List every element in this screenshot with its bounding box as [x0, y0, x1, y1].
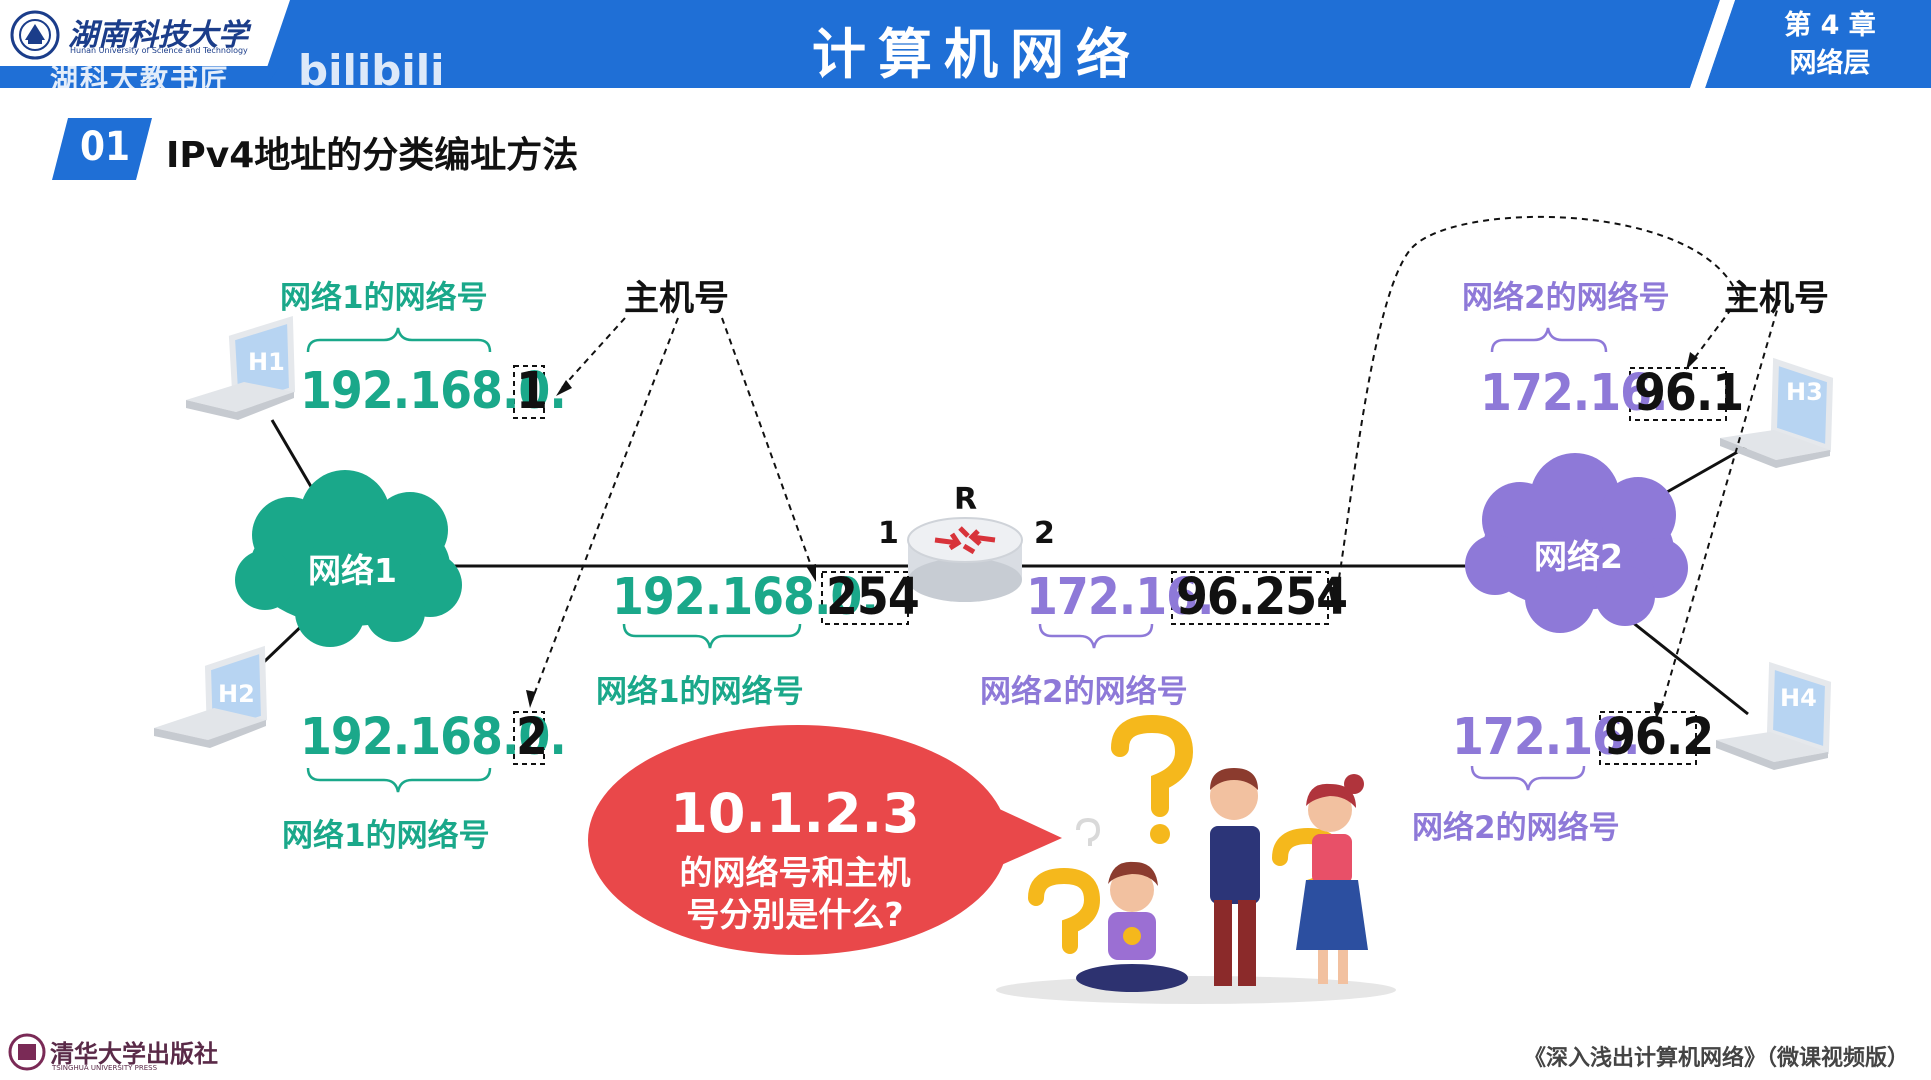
- arrow-to-h1-host: [559, 317, 626, 391]
- question-line2: 号分别是什么?: [686, 895, 904, 934]
- network2-netid-label-r2: 网络2的网络号: [980, 674, 1188, 710]
- h2-ip-net: 192.168.0.: [300, 708, 567, 767]
- r1-ip-net: 192.168.0.: [612, 568, 879, 627]
- section-number-badge: 01: [52, 118, 152, 180]
- router-port1: 1: [878, 516, 899, 551]
- network2-netid-label-h4: 网络2的网络号: [1412, 810, 1620, 846]
- h4-ip-net: 172.16.: [1452, 708, 1640, 767]
- brace-r1-bottom: [622, 623, 802, 649]
- h1-ip-host: 1: [516, 362, 548, 421]
- publisher-name: 清华大学出版社: [50, 1039, 218, 1068]
- university-seal-icon: [10, 10, 60, 60]
- r2-ip-net: 172.16.: [1026, 568, 1214, 627]
- section-title: IPv4地址的分类编址方法: [166, 135, 579, 176]
- section-number: 01: [80, 124, 131, 170]
- question-bubble: [588, 725, 1062, 955]
- h2-host-box: [513, 711, 545, 765]
- h1-host-box: [513, 365, 545, 419]
- h4-name: H4: [1780, 684, 1817, 712]
- brace-h4-bottom: [1470, 765, 1586, 791]
- laptop-h2-icon: [154, 645, 268, 748]
- network1-host-label: 主机号: [624, 279, 730, 319]
- network1-cloud-label: 网络1: [308, 551, 397, 590]
- arrowhead-h2: [526, 690, 536, 708]
- university-english-name: Hunan University of Science and Technolo…: [70, 46, 248, 55]
- network1-netid-label-h2: 网络1的网络号: [282, 818, 490, 854]
- arrowhead-r2: [1328, 586, 1340, 604]
- arrowhead-h1: [556, 380, 572, 396]
- arrowhead-r1: [806, 564, 816, 582]
- h3-ip-net: 172.16.: [1480, 364, 1668, 423]
- r2-ip-host: 96.254: [1176, 568, 1348, 627]
- network1-cloud: [235, 470, 462, 647]
- arrowhead-h4: [1654, 702, 1664, 720]
- h3-host-box: [1629, 367, 1727, 421]
- brace-r2-bottom: [1038, 623, 1154, 649]
- network2-netid-label-h3: 网络2的网络号: [1462, 280, 1670, 316]
- bilibili-logo: bilibili: [298, 46, 445, 95]
- h3-name: H3: [1786, 378, 1823, 406]
- arrow-to-h2-host: [531, 317, 679, 701]
- publisher-english-name: TSINGHUA UNIVERSITY PRESS: [52, 1064, 158, 1072]
- chapter-number: 第 4 章: [1784, 10, 1876, 41]
- laptop-h4-icon: [1716, 661, 1832, 770]
- chapter-name: 网络层: [1789, 48, 1871, 79]
- h2-label: H2: [218, 680, 255, 708]
- network2-cloud: [1465, 453, 1688, 633]
- router-port2: 2: [1034, 516, 1055, 551]
- watermark-text: 湖科大教书匠: [50, 63, 231, 96]
- page-title: 计算机网络: [812, 23, 1142, 86]
- r1-host-box: [821, 571, 909, 625]
- h3-ip-host: 96.1: [1634, 364, 1744, 423]
- question-ip: 10.1.2.3: [670, 782, 920, 845]
- arrow-to-h4-host: [1659, 299, 1781, 713]
- confused-people-illustration: [996, 714, 1396, 1004]
- arrow-to-r2-host: [1335, 215, 1739, 597]
- book-title: 《深入浅出计算机网络》（微课视频版）: [1524, 1046, 1910, 1071]
- link-network2-h3: [1659, 444, 1749, 498]
- h1-label: H1: [248, 348, 285, 376]
- network1-netid-label-h1: 网络1的网络号: [280, 280, 488, 316]
- arrow-to-h3-host: [1689, 299, 1739, 365]
- network2-cloud-label: 网络2: [1534, 537, 1623, 576]
- r1-ip-host: 254: [826, 568, 920, 627]
- arrow-to-r1-host: [721, 317, 815, 575]
- h2-ip-host: 2: [516, 708, 548, 767]
- laptop-h1-icon: [186, 315, 296, 420]
- h1-ip-net: 192.168.0.: [300, 362, 567, 421]
- brace-h2-bottom: [306, 767, 492, 793]
- laptop-h3-icon: [1720, 357, 1834, 468]
- network1-netid-label-r1: 网络1的网络号: [596, 674, 804, 710]
- network2-host-label: 主机号: [1724, 279, 1830, 319]
- router-name: R: [954, 482, 978, 517]
- r2-host-box: [1171, 571, 1329, 625]
- brace-h3-top: [1490, 327, 1608, 353]
- question-line1: 的网络号和主机: [679, 853, 911, 892]
- header-bar: 湖南科技大学 Hunan University of Science and T…: [0, 0, 1931, 96]
- arrowhead-h3: [1686, 352, 1698, 370]
- publisher-seal-icon: [8, 1033, 46, 1071]
- university-logo-text: 湖南科技大学: [68, 18, 248, 53]
- router-icon: [907, 517, 1023, 602]
- brace-h1-top: [306, 327, 492, 353]
- h4-ip-host: 96.2: [1604, 708, 1714, 767]
- h4-host-box: [1599, 711, 1697, 765]
